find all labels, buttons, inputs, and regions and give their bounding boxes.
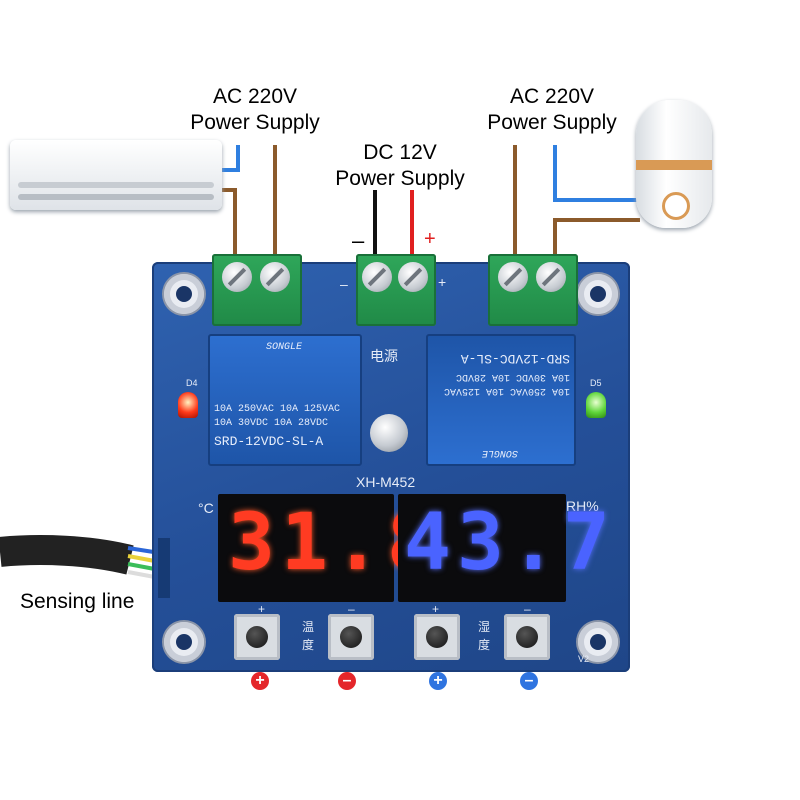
humidity-plus-indicator: +	[429, 672, 447, 690]
terminal-right	[488, 254, 578, 326]
temperature-display: 31.8	[218, 494, 434, 602]
ac-label-left-line1: AC 220V	[212, 85, 298, 108]
model-label: XH-M452	[356, 474, 416, 490]
humidifier-image	[636, 100, 712, 228]
ac-label-right-line2: Power Supply	[487, 111, 617, 134]
temp-minus-button[interactable]	[328, 614, 374, 660]
rh-unit: RH%	[566, 498, 599, 514]
temp-plus-button[interactable]	[234, 614, 280, 660]
sensor-header	[158, 538, 170, 598]
celsius-unit: °C	[198, 500, 214, 516]
dc-label-line1: DC 12V	[363, 141, 437, 164]
led-right-label: D5	[590, 378, 602, 388]
relay-model: SRD-12VDC-SL-A	[460, 351, 570, 366]
minus-marker: –	[340, 276, 348, 292]
temp-plus-indicator: +	[251, 672, 269, 690]
temp-minus-mark: –	[348, 602, 355, 616]
relay-brand: SONGLE	[266, 342, 303, 353]
screw	[260, 262, 290, 292]
led-green	[586, 392, 606, 418]
temp-minus-indicator: –	[338, 672, 356, 690]
led-red	[178, 392, 198, 418]
sensing-line-label: Sensing line	[20, 590, 135, 613]
air-conditioner-image	[10, 140, 222, 210]
mount-hole-bottom-left	[164, 622, 204, 662]
hum-minus-mark: –	[524, 602, 531, 616]
relay-model: SRD-12VDC-SL-A	[214, 434, 324, 449]
screw	[498, 262, 528, 292]
mount-hole-top-left	[164, 274, 204, 314]
dc-power-label: DC 12V Power Supply	[320, 140, 480, 192]
relay-rating-2: 10A 30VDC 10A 28VDC	[214, 418, 329, 429]
temp-plus-mark: +	[258, 602, 266, 616]
capacitor	[370, 414, 408, 452]
relay-right: SONGLE 10A 250VAC 10A 125VAC 10A 30VDC 1…	[426, 334, 576, 466]
humidity-minus-button[interactable]	[504, 614, 550, 660]
controller-board: – + 电源 SONGLE 10A 250VAC 10A 125VAC 10A …	[152, 254, 630, 672]
screw	[362, 262, 392, 292]
mount-hole-bottom-right	[578, 622, 618, 662]
plus-marker: +	[438, 274, 447, 290]
humidity-minus-indicator: –	[520, 672, 538, 690]
ac-power-label-right: AC 220V Power Supply	[472, 84, 632, 136]
humidity-plus-button[interactable]	[414, 614, 460, 660]
screw	[398, 262, 428, 292]
relay-rating-1: 10A 250VAC 10A 125VAC	[443, 385, 570, 396]
version-label: V2	[578, 654, 590, 664]
power-label: 电源	[370, 348, 398, 364]
screw	[222, 262, 252, 292]
relay-rating-1: 10A 250VAC 10A 125VAC	[214, 404, 341, 415]
relay-left: SONGLE 10A 250VAC 10A 125VAC 10A 30VDC 1…	[208, 334, 362, 466]
hum-button-label: 湿 度	[478, 620, 491, 652]
ac-label-left-line2: Power Supply	[190, 111, 320, 134]
ac-label-right-line1: AC 220V	[509, 85, 595, 108]
ac-power-label-left: AC 220V Power Supply	[175, 84, 335, 136]
screw	[536, 262, 566, 292]
terminal-power	[356, 254, 436, 326]
dc-plus-label: +	[424, 228, 436, 250]
relay-brand: SONGLE	[481, 447, 518, 458]
relay-rating-2: 10A 30VDC 10A 28VDC	[455, 371, 570, 382]
mount-hole-top-right	[578, 274, 618, 314]
humidity-readout: 43.7	[404, 498, 616, 588]
humidity-display: 43.7	[398, 494, 610, 602]
hum-plus-mark: +	[432, 602, 440, 616]
dc-label-line2: Power Supply	[335, 167, 465, 190]
terminal-left	[212, 254, 302, 326]
dc-minus-label: –	[352, 228, 365, 253]
led-left-label: D4	[186, 378, 198, 388]
temp-button-label: 温 度	[302, 620, 315, 652]
